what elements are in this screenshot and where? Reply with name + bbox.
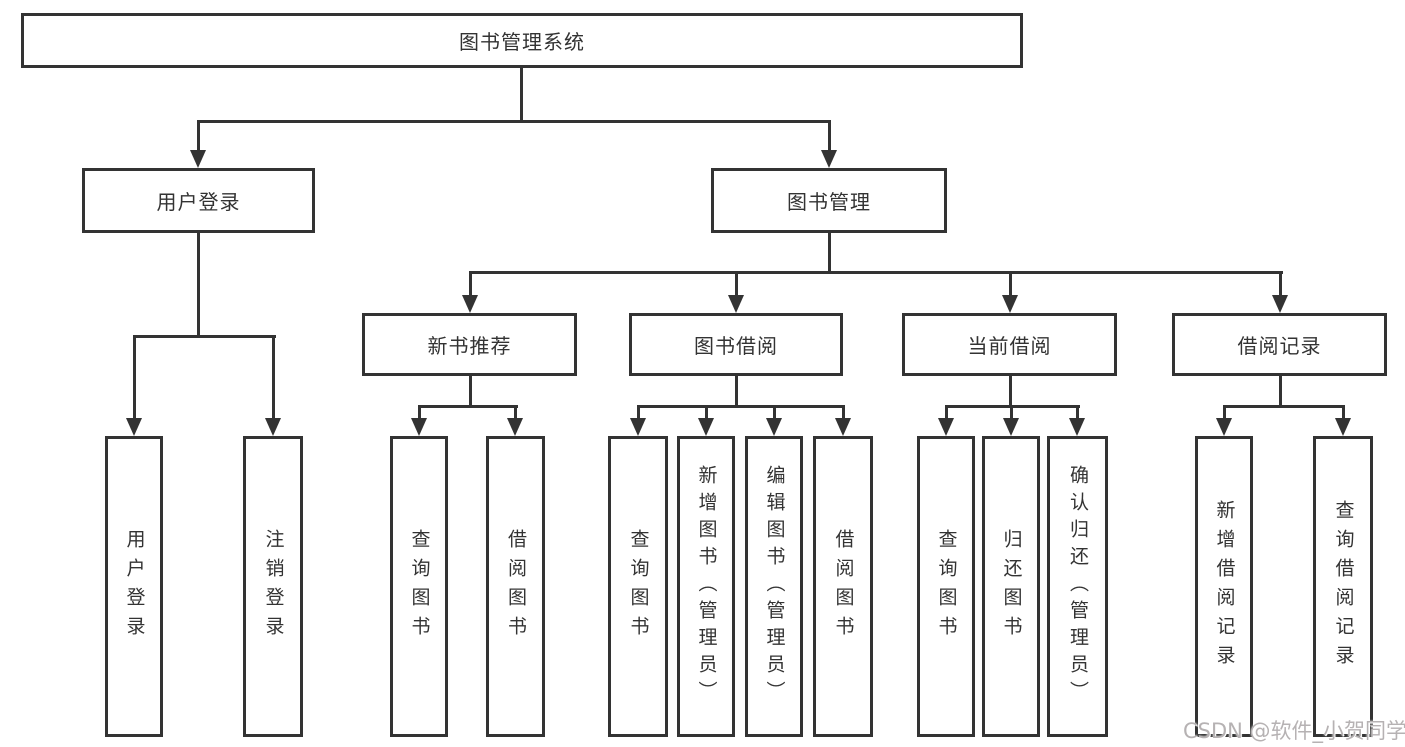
arrow-down-icon	[507, 418, 523, 436]
node-label: 借阅记录	[1237, 334, 1322, 358]
arrow-down-icon	[1003, 418, 1019, 436]
connector-line	[828, 233, 831, 274]
node-label: 新增借阅记录	[1213, 499, 1236, 674]
connector-line	[469, 271, 1283, 274]
leaf-records-query-record: 查询借阅记录	[1313, 436, 1373, 737]
connector-line	[637, 405, 845, 408]
connector-line	[945, 405, 948, 424]
leaf-borrow-borrow-books: 借阅图书	[813, 436, 873, 737]
node-label: 图书管理系统	[459, 30, 585, 54]
connector-line	[418, 405, 518, 408]
node-borrowing-records: 借阅记录	[1172, 313, 1387, 376]
connector-line	[514, 405, 517, 424]
connector-line	[735, 271, 738, 298]
connector-line	[1279, 271, 1282, 298]
connector-line	[197, 233, 200, 338]
node-label: 查询图书	[935, 528, 958, 645]
node-label: 借阅图书	[832, 528, 855, 645]
arrow-down-icon	[126, 418, 142, 436]
connector-line	[469, 376, 472, 408]
arrow-down-icon	[821, 150, 837, 168]
csdn-watermark: CSDN @软件_小贺同学	[1183, 719, 1405, 743]
node-label: 查询图书	[408, 528, 431, 645]
node-label: 注销登录	[262, 528, 285, 645]
node-label: 查询借阅记录	[1332, 499, 1355, 674]
arrow-down-icon	[835, 418, 851, 436]
leaf-borrow-edit-books-admin: 编辑图书（管理员）	[745, 436, 803, 737]
connector-line	[735, 376, 738, 408]
connector-line	[133, 335, 276, 338]
arrow-down-icon	[1216, 418, 1232, 436]
leaf-current-return-books: 归还图书	[982, 436, 1040, 737]
arrow-down-icon	[411, 418, 427, 436]
node-label: 新增图书（管理员）	[695, 465, 718, 708]
connector-line	[773, 405, 776, 424]
node-label: 查询图书	[627, 528, 650, 645]
node-label: 图书管理	[787, 190, 871, 214]
leaf-newrec-borrow-books: 借阅图书	[486, 436, 545, 737]
leaf-current-query-books: 查询图书	[917, 436, 975, 737]
connector-line	[842, 405, 845, 424]
node-label: 用户登录	[123, 528, 146, 645]
connector-line	[1223, 405, 1345, 408]
leaf-borrow-query-books: 查询图书	[608, 436, 668, 737]
arrow-down-icon	[1069, 418, 1085, 436]
connector-line	[197, 120, 200, 154]
arrow-down-icon	[265, 418, 281, 436]
arrow-down-icon	[1272, 295, 1288, 313]
arrow-down-icon	[630, 418, 646, 436]
connector-line	[418, 405, 421, 424]
connector-line	[1010, 405, 1013, 424]
node-label: 归还图书	[1000, 528, 1023, 645]
arrow-down-icon	[728, 295, 744, 313]
leaf-user-login: 用户登录	[105, 436, 163, 737]
leaf-records-add-record: 新增借阅记录	[1195, 436, 1253, 737]
node-label: 用户登录	[156, 190, 241, 214]
node-label: 图书借阅	[694, 334, 778, 358]
connector-line	[828, 120, 831, 154]
leaf-logout: 注销登录	[243, 436, 303, 737]
arrow-down-icon	[190, 150, 206, 168]
connector-line	[197, 120, 831, 123]
node-new-book-recommend: 新书推荐	[362, 313, 577, 376]
connector-line	[705, 405, 708, 424]
node-label: 当前借阅	[967, 334, 1052, 358]
connector-line	[1342, 405, 1345, 424]
node-label: 借阅图书	[505, 528, 527, 645]
arrow-down-icon	[1335, 418, 1351, 436]
leaf-current-confirm-return-admin: 确认归还（管理员）	[1047, 436, 1108, 737]
connector-line	[272, 335, 275, 422]
connector-line	[1076, 405, 1079, 424]
node-user-login: 用户登录	[82, 168, 315, 233]
connector-line	[469, 271, 472, 298]
connector-line	[1009, 376, 1012, 408]
node-current-borrowing: 当前借阅	[902, 313, 1117, 376]
arrow-down-icon	[462, 295, 478, 313]
connector-line	[1279, 376, 1282, 408]
node-label: 新书推荐	[427, 334, 512, 358]
arrow-down-icon	[1002, 295, 1018, 313]
connector-line	[1223, 405, 1226, 424]
node-label: 确认归还（管理员）	[1067, 465, 1089, 708]
arrow-down-icon	[766, 418, 782, 436]
arrow-down-icon	[938, 418, 954, 436]
arrow-down-icon	[698, 418, 714, 436]
connector-line	[637, 405, 640, 424]
node-book-borrowing: 图书借阅	[629, 313, 843, 376]
connector-line	[1009, 271, 1012, 298]
node-label: 编辑图书（管理员）	[763, 465, 786, 708]
node-root-system: 图书管理系统	[21, 13, 1023, 68]
connector-line	[520, 68, 523, 123]
node-book-management: 图书管理	[711, 168, 947, 233]
leaf-newrec-query-books: 查询图书	[390, 436, 448, 737]
leaf-borrow-add-books-admin: 新增图书（管理员）	[677, 436, 735, 737]
connector-line	[133, 335, 136, 422]
